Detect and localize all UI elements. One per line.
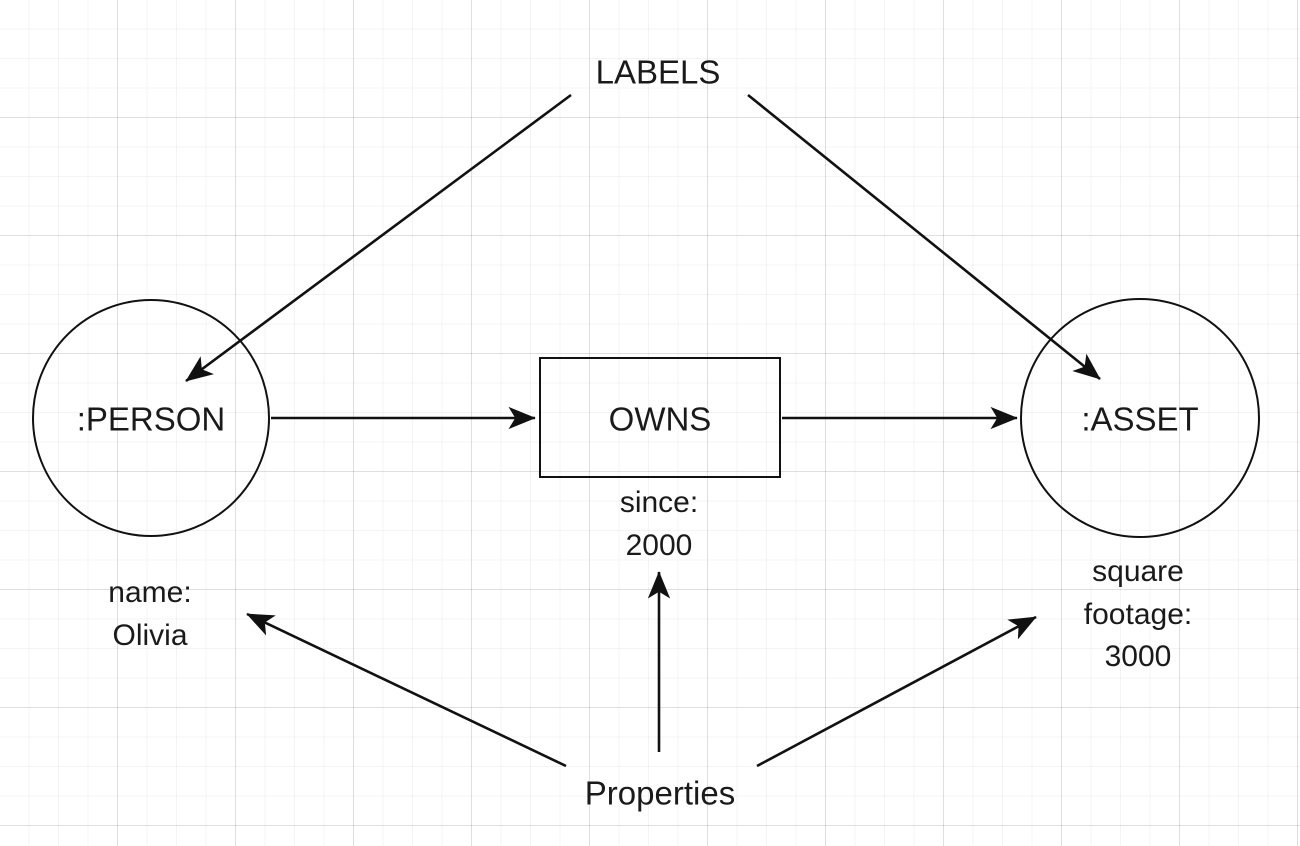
annotation-labels: LABELS [595, 53, 721, 91]
person-property-key: name: [108, 576, 192, 609]
node-person[interactable] [32, 299, 270, 537]
relationship-owns-label: OWNS [608, 400, 712, 438]
node-asset[interactable] [1020, 298, 1260, 538]
annotation-properties: Properties [584, 774, 736, 812]
asset-property-key-line1: square [1092, 555, 1184, 588]
node-person-label: :PERSON [76, 400, 226, 438]
relationship-owns[interactable] [539, 357, 781, 478]
person-property-value: Olivia [112, 619, 188, 652]
edge-properties-to-footage [756, 615, 1037, 768]
asset-property-key-line2: footage: [1083, 598, 1193, 631]
node-asset-label: :ASSET [1081, 400, 1199, 438]
edge-properties-to-name [246, 612, 567, 768]
edge-labels-to-asset [747, 93, 1101, 381]
asset-property-value: 3000 [1104, 640, 1172, 673]
owns-property-value: 2000 [625, 529, 693, 562]
edge-labels-to-person [185, 93, 572, 383]
owns-property-key: since: [619, 486, 699, 519]
